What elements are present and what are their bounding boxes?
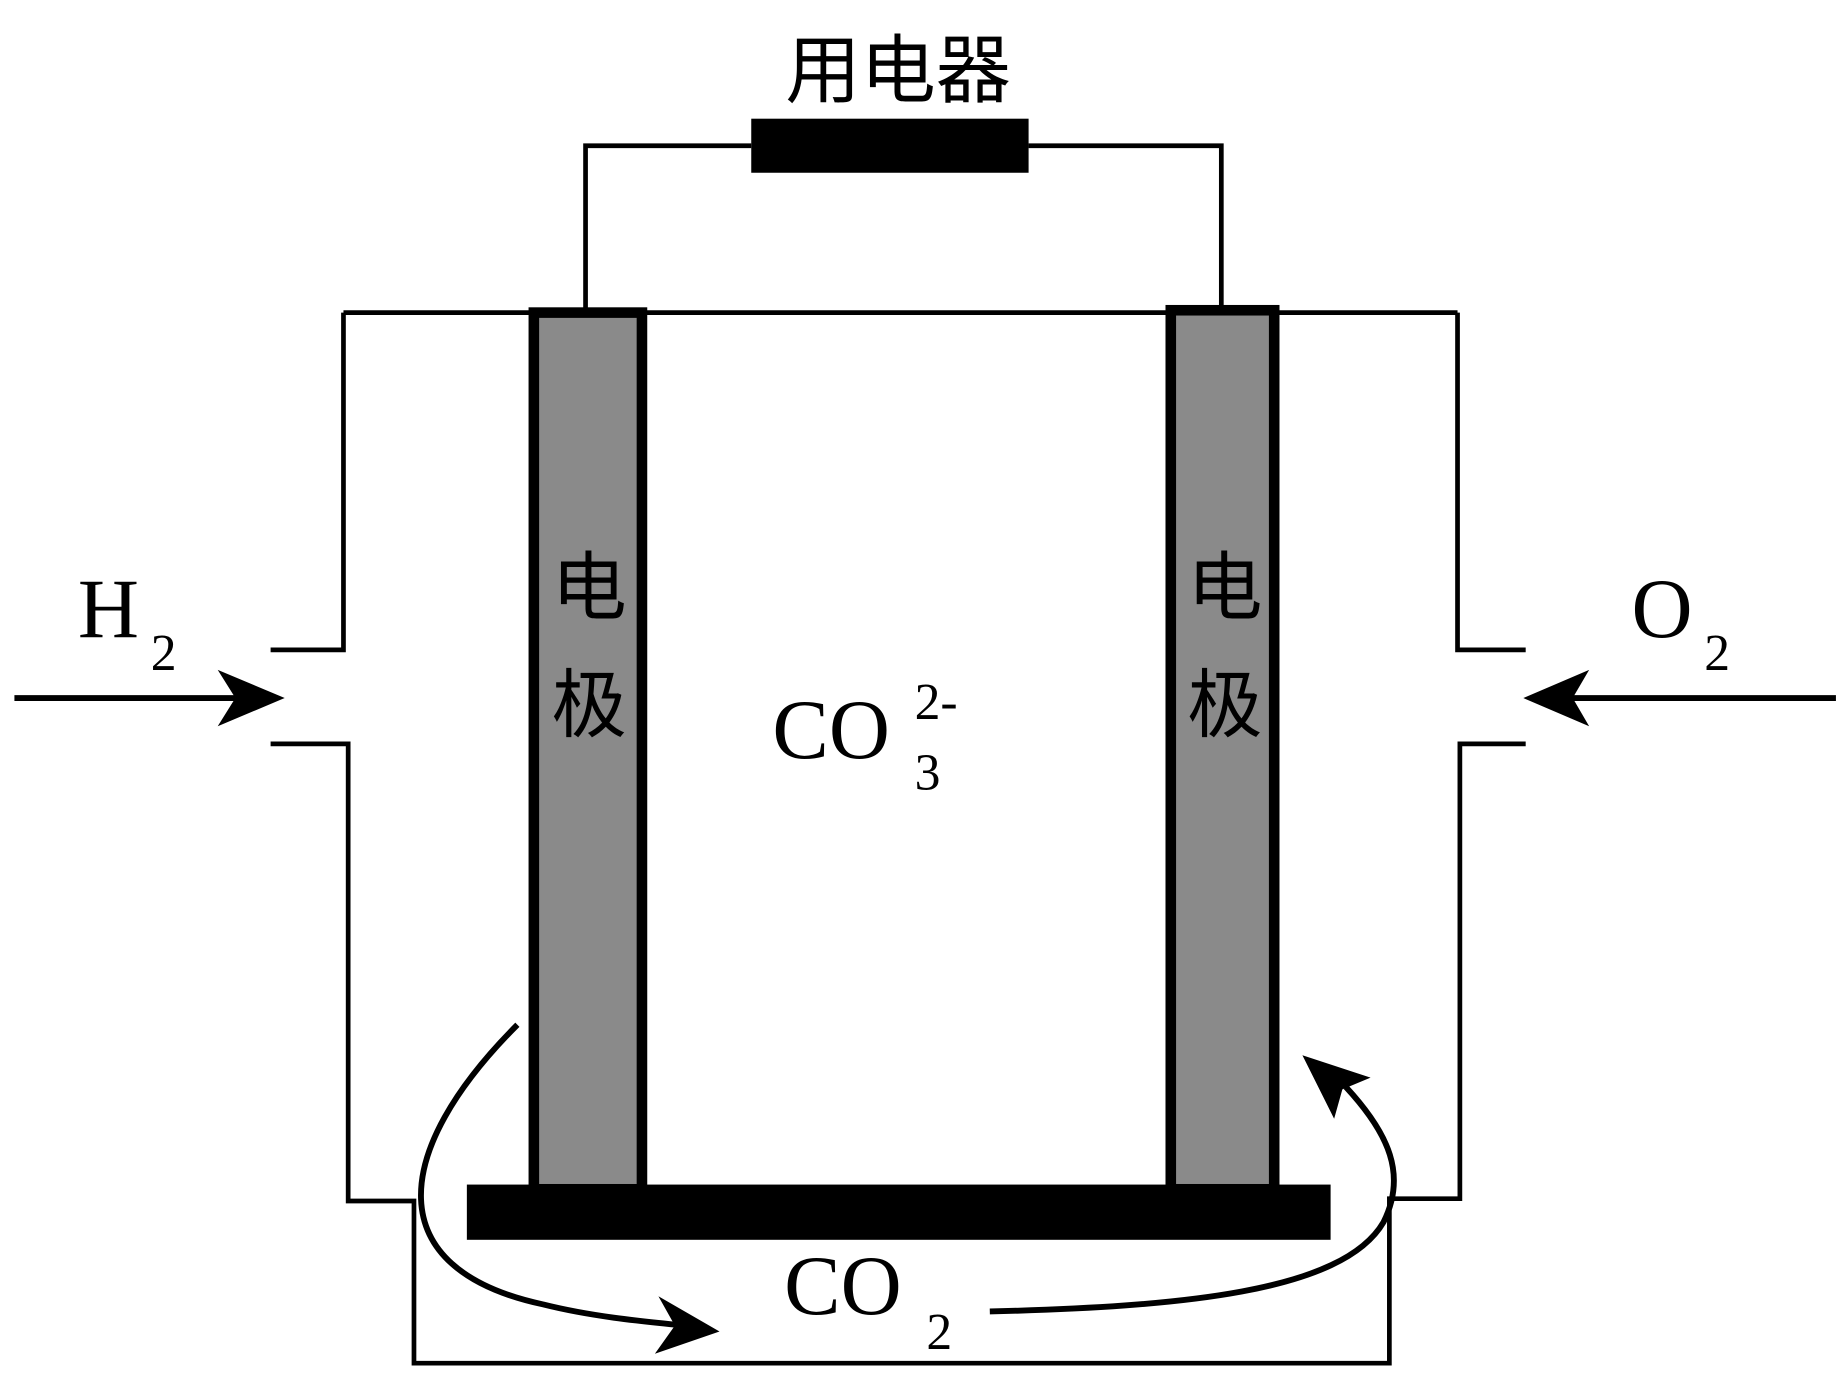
left-electrode-label-1: 电 bbox=[551, 547, 626, 630]
co2-recycle-curve-left bbox=[418, 1022, 685, 1329]
bottom-plate bbox=[466, 1184, 1331, 1240]
h2-subscript: 2 bbox=[151, 625, 177, 682]
h2-inlet-arrow-icon bbox=[217, 669, 285, 727]
electrolyte-base: CO bbox=[772, 684, 890, 777]
electrolyte-label: CO bbox=[772, 684, 890, 777]
housing-left-upper bbox=[270, 312, 346, 653]
h2-label: H bbox=[78, 563, 139, 656]
housing-left-lower bbox=[270, 741, 1526, 1366]
external-wire bbox=[583, 143, 752, 311]
co2-label: CO bbox=[784, 1240, 902, 1333]
housing-right-upper bbox=[1455, 312, 1526, 653]
left-electrode-label-2: 极 bbox=[551, 665, 626, 748]
electrolyte-superscript: 2- bbox=[915, 674, 958, 731]
electrolyte-subscript: 3 bbox=[915, 745, 941, 802]
load-label: 用电器 bbox=[785, 30, 1011, 113]
co2-recycle-arrow-left-icon bbox=[654, 1296, 720, 1354]
o2-inlet-arrow-icon bbox=[1523, 669, 1590, 727]
o2-subscript: 2 bbox=[1704, 625, 1730, 682]
left-electrode bbox=[528, 307, 648, 1195]
right-electrode-label-1: 电 bbox=[1187, 547, 1262, 630]
right-electrode-label-2: 极 bbox=[1187, 665, 1262, 748]
co2-recycle-curve-right bbox=[989, 1085, 1397, 1315]
external-wire-right bbox=[1028, 143, 1224, 311]
co2-recycle-arrow-right-icon bbox=[1302, 1055, 1371, 1119]
load-resistor bbox=[751, 118, 1029, 173]
co2-subscript: 2 bbox=[926, 1304, 952, 1361]
right-electrode bbox=[1165, 304, 1280, 1195]
o2-label: O bbox=[1631, 563, 1692, 656]
